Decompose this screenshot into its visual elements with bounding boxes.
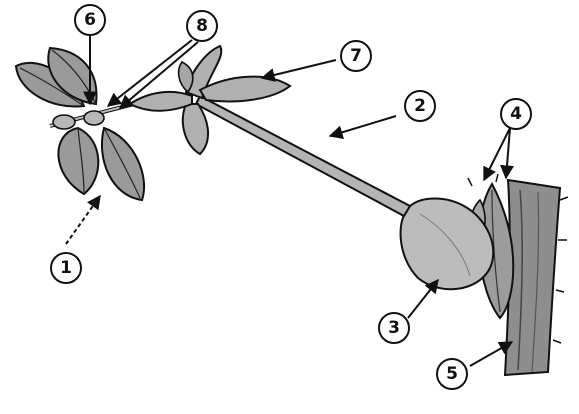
label-6: 6 bbox=[75, 5, 105, 35]
label-3-text: 3 bbox=[388, 318, 400, 338]
label-8: 8 bbox=[187, 11, 217, 41]
leader-3 bbox=[408, 280, 438, 318]
label-8-text: 8 bbox=[196, 16, 208, 36]
leader-2 bbox=[330, 116, 396, 136]
branch bbox=[505, 180, 568, 375]
label-5-text: 5 bbox=[446, 364, 458, 384]
leader-7 bbox=[262, 60, 336, 78]
label-6-text: 6 bbox=[84, 10, 96, 30]
leafy-shoot bbox=[16, 48, 144, 200]
label-1-text: 1 bbox=[60, 258, 72, 278]
label-7-text: 7 bbox=[350, 46, 362, 66]
label-5: 5 bbox=[437, 359, 467, 389]
label-3: 3 bbox=[379, 313, 409, 343]
label-4-text: 4 bbox=[510, 104, 522, 124]
stalk bbox=[196, 96, 410, 216]
label-2: 2 bbox=[405, 91, 435, 121]
label-4: 4 bbox=[501, 99, 531, 129]
label-1: 1 bbox=[51, 253, 81, 283]
label-2-text: 2 bbox=[414, 96, 426, 116]
leader-1 bbox=[66, 196, 100, 244]
label-7: 7 bbox=[341, 41, 371, 71]
